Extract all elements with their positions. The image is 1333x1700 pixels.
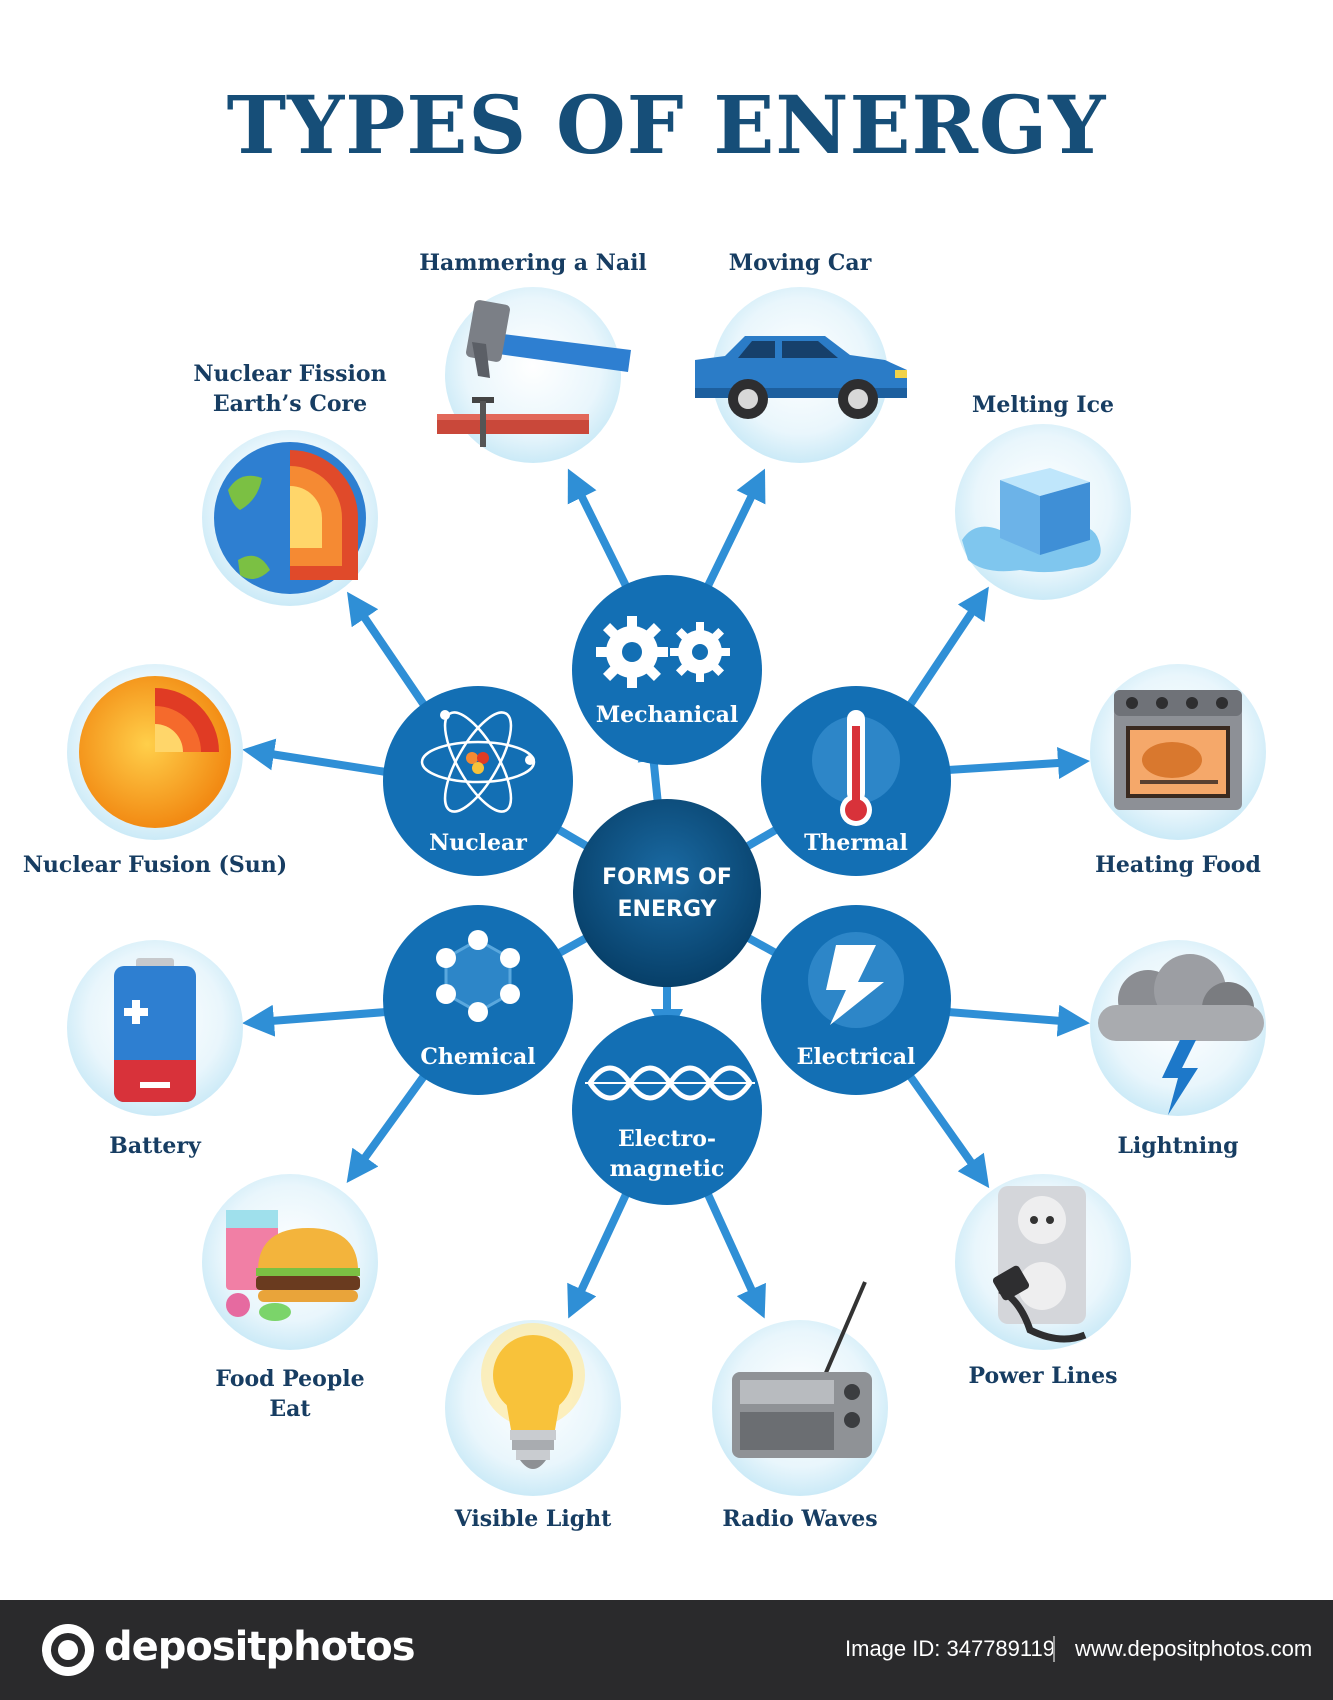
node-nuclear [383, 686, 573, 876]
arrow-to-moving-car [702, 468, 766, 592]
atom-icon [420, 710, 536, 813]
diagram: TYPES OF ENERGY [22, 78, 1266, 1532]
example-nuclear-fission-earth-core [202, 430, 378, 606]
arrow-to-melting-ice [906, 586, 989, 708]
earth-core-icon [214, 442, 366, 594]
arrow-to-heating-food [947, 747, 1090, 779]
node-label-chemical: Chemical [420, 1044, 536, 1070]
node-thermal [761, 686, 951, 876]
node-chemical [383, 905, 573, 1095]
page-title: TYPES OF ENERGY [226, 78, 1107, 172]
footer-brand: depositphotos [104, 1624, 416, 1670]
example-lightning [1090, 940, 1266, 1116]
label-nuclear-fusion-sun: Nuclear Fusion (Sun) [22, 852, 288, 878]
gears-icon [596, 616, 730, 688]
arrow-to-radio-waves [702, 1188, 766, 1319]
arrow-to-battery [242, 1004, 387, 1037]
example-radio-waves [712, 1281, 888, 1496]
example-nuclear-fusion-sun [67, 664, 243, 840]
thermometer-icon [812, 710, 900, 826]
wave-icon [585, 1065, 755, 1101]
arrow-to-power-lines [906, 1073, 990, 1189]
arrow-to-nuclear-fission-earth-core [347, 591, 428, 708]
depositphotos-logo-icon [42, 1624, 94, 1676]
example-power-lines [955, 1174, 1131, 1350]
node-label-electrical: Electrical [796, 1044, 916, 1070]
label-lightning: Lightning [1117, 1133, 1239, 1159]
node-label-nuclear: Nuclear [429, 830, 527, 856]
light-bulb-icon [481, 1323, 585, 1469]
ice-cube-icon [962, 468, 1101, 573]
example-visible-light [445, 1320, 621, 1496]
oven-icon [1114, 690, 1242, 810]
lightning-bolt-icon [808, 932, 904, 1028]
node-label-thermal: Thermal [804, 830, 908, 856]
label-hammering-a-nail: Hammering a Nail [419, 250, 647, 276]
node-label-mechanical: Mechanical [595, 702, 739, 728]
footer-divider [1053, 1636, 1055, 1662]
label-moving-car: Moving Car [728, 250, 872, 276]
arrow-to-visible-light [567, 1188, 632, 1319]
storm-cloud-icon [1098, 954, 1264, 1115]
arrow-to-lightning [947, 1004, 1090, 1037]
center-hub [573, 799, 761, 987]
hammer-nail-icon [437, 300, 631, 447]
diagram-canvas [67, 287, 1266, 1496]
label-heating-food: Heating Food [1095, 852, 1261, 878]
battery-icon [114, 958, 196, 1102]
arrow-to-nuclear-fusion-sun [242, 738, 387, 776]
node-mechanical [572, 575, 762, 765]
arrow-to-food-people-eat [346, 1073, 428, 1183]
node-label-electromagnetic: Electro-magnetic [609, 1126, 725, 1182]
arrow-to-hammering-a-nail [567, 468, 632, 592]
label-visible-light: Visible Light [454, 1506, 612, 1532]
example-melting-ice [955, 424, 1131, 600]
label-melting-ice: Melting Ice [972, 392, 1114, 418]
label-power-lines: Power Lines [968, 1363, 1118, 1389]
car-icon [695, 336, 907, 419]
burger-drink-icon [226, 1210, 360, 1321]
example-heating-food [1090, 664, 1266, 840]
node-electromagnetic [572, 1015, 762, 1205]
molecule-icon [436, 930, 520, 1022]
example-battery [67, 940, 243, 1116]
sun-core-icon [79, 676, 231, 828]
example-hammering-a-nail [437, 287, 631, 463]
radio-icon [732, 1281, 872, 1458]
example-food-people-eat [202, 1174, 378, 1350]
power-socket-icon [992, 1186, 1087, 1343]
node-electrical [761, 905, 951, 1095]
footer-image-id: Image ID: 347789119 [845, 1636, 1055, 1661]
label-battery: Battery [109, 1133, 201, 1159]
label-radio-waves: Radio Waves [722, 1506, 878, 1532]
example-moving-car [695, 287, 907, 463]
footer-site-link[interactable]: www.depositphotos.com [1075, 1636, 1313, 1661]
footer-bar: depositphotos Image ID: 347789119 www.de… [0, 1600, 1333, 1700]
